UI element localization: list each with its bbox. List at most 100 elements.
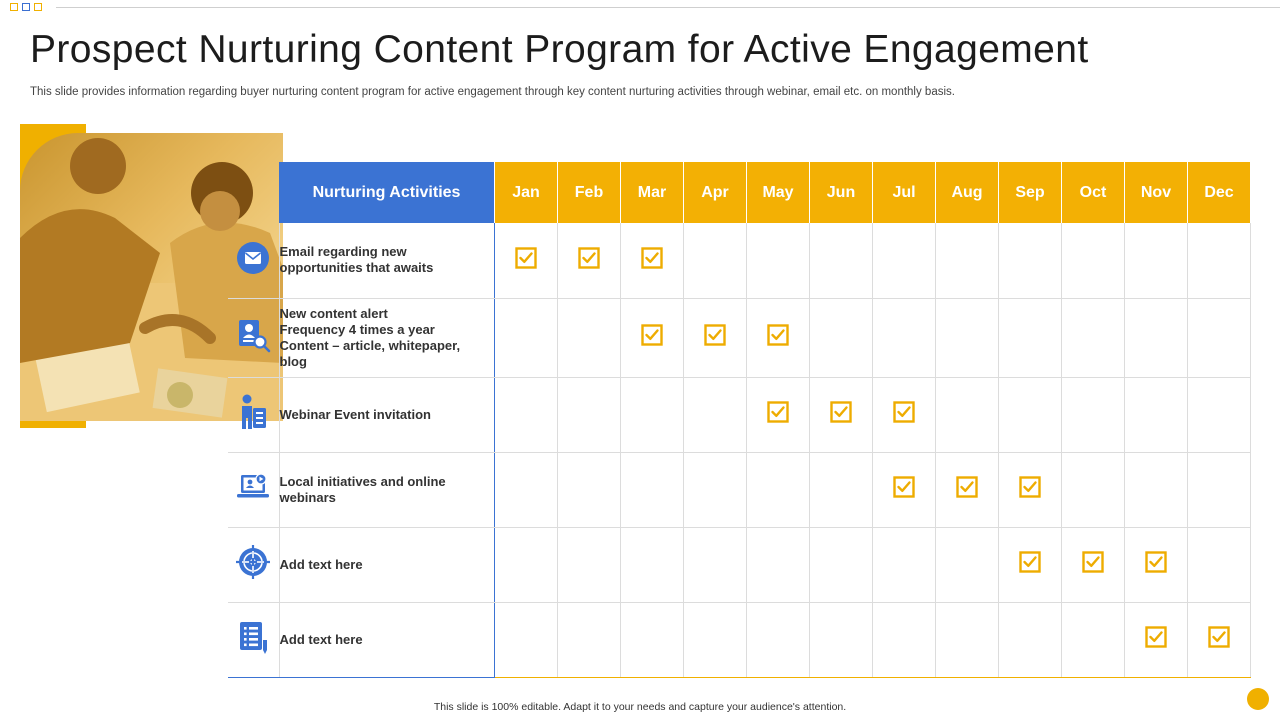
checkbox-checked-icon[interactable] <box>1019 551 1041 577</box>
month-cell-oct <box>1061 377 1125 453</box>
month-cell-sep <box>998 223 1062 299</box>
slide-subtitle: This slide provides information regardin… <box>30 86 955 98</box>
activity-icon-cell <box>228 527 280 603</box>
activity-label-line: New content alert <box>279 305 388 321</box>
month-header-nov: Nov <box>1124 162 1188 223</box>
month-cell-jul <box>872 602 936 678</box>
email-icon <box>236 241 270 279</box>
month-cell-nov <box>1124 377 1188 453</box>
month-cell-oct <box>1061 452 1125 528</box>
month-cell-feb <box>557 602 621 678</box>
checkbox-checked-icon[interactable] <box>893 476 915 502</box>
activity-label-line: Email regarding new <box>279 244 407 260</box>
month-cell-feb <box>557 377 621 453</box>
activity-label: Add text here <box>279 602 495 678</box>
month-cell-jun <box>809 223 873 299</box>
month-cell-nov <box>1124 602 1188 678</box>
activity-label: Add text here <box>279 527 495 603</box>
activity-icon-cell <box>228 377 280 453</box>
month-header-sep: Sep <box>998 162 1062 223</box>
checkbox-checked-icon[interactable] <box>578 247 600 273</box>
checkbox-checked-icon[interactable] <box>1145 551 1167 577</box>
activity-label-line: opportunities that awaits <box>279 260 434 276</box>
list-icon <box>237 622 269 658</box>
month-cell-feb <box>557 527 621 603</box>
activity-label-line: Add text here <box>279 631 363 647</box>
target-icon <box>235 545 271 584</box>
checkbox-checked-icon[interactable] <box>893 401 915 427</box>
month-cell-aug <box>935 602 999 678</box>
month-cell-sep <box>998 602 1062 678</box>
activity-label-line: Frequency 4 times a year <box>279 321 435 337</box>
month-cell-mar <box>620 602 684 678</box>
month-cell-jul <box>872 377 936 453</box>
month-header-dec: Dec <box>1187 162 1250 223</box>
month-cell-jun <box>809 602 873 678</box>
month-cell-may <box>746 602 810 678</box>
checkbox-checked-icon[interactable] <box>515 247 537 273</box>
checkbox-checked-icon[interactable] <box>956 476 978 502</box>
month-cell-jan <box>494 602 558 678</box>
checkbox-checked-icon[interactable] <box>830 401 852 427</box>
month-header-jul: Jul <box>872 162 936 223</box>
nurturing-schedule-table: Nurturing Activities Jan Feb Mar Apr May… <box>228 162 1251 678</box>
month-cell-sep <box>998 452 1062 528</box>
month-cell-jul <box>872 527 936 603</box>
month-cell-dec <box>1187 527 1251 603</box>
month-cell-may <box>746 223 810 299</box>
slide-title: Prospect Nurturing Content Program for A… <box>30 28 1089 71</box>
month-cell-feb <box>557 452 621 528</box>
month-header-oct: Oct <box>1061 162 1125 223</box>
month-cell-mar <box>620 223 684 299</box>
month-cell-apr <box>683 452 747 528</box>
month-header-jan: Jan <box>494 162 558 223</box>
top-divider <box>56 7 1280 8</box>
month-cell-aug <box>935 298 999 378</box>
month-cell-aug <box>935 527 999 603</box>
activity-label-line: Content – article, whitepaper, <box>279 337 461 353</box>
checkbox-checked-icon[interactable] <box>1019 476 1041 502</box>
month-cell-jun <box>809 452 873 528</box>
month-cell-apr <box>683 298 747 378</box>
month-cell-mar <box>620 298 684 378</box>
month-cell-aug <box>935 223 999 299</box>
activity-icon-cell <box>228 298 280 378</box>
month-cell-dec <box>1187 298 1251 378</box>
checkbox-checked-icon[interactable] <box>767 401 789 427</box>
month-cell-mar <box>620 377 684 453</box>
month-cell-may <box>746 527 810 603</box>
presenter-icon <box>236 394 270 435</box>
checkbox-checked-icon[interactable] <box>767 324 789 350</box>
month-cell-jun <box>809 377 873 453</box>
month-cell-sep <box>998 527 1062 603</box>
checkbox-checked-icon[interactable] <box>1145 626 1167 652</box>
activity-label-line: Add text here <box>279 556 363 572</box>
month-cell-apr <box>683 377 747 453</box>
month-cell-jan <box>494 377 558 453</box>
month-cell-jul <box>872 223 936 299</box>
month-cell-may <box>746 298 810 378</box>
activity-label-line: Local initiatives and online <box>279 473 446 489</box>
month-cell-jan <box>494 298 558 378</box>
corner-dot <box>1247 688 1269 710</box>
header-row: Nurturing Activities Jan Feb Mar Apr May… <box>228 162 1250 223</box>
month-cell-nov <box>1124 527 1188 603</box>
checkbox-checked-icon[interactable] <box>704 324 726 350</box>
month-cell-aug <box>935 452 999 528</box>
profile-search-icon <box>235 320 271 357</box>
month-cell-jun <box>809 298 873 378</box>
checkbox-checked-icon[interactable] <box>1208 626 1230 652</box>
checkbox-checked-icon[interactable] <box>1082 551 1104 577</box>
slide-footer: This slide is 100% editable. Adapt it to… <box>433 701 847 713</box>
month-header-mar: Mar <box>620 162 684 223</box>
month-cell-sep <box>998 298 1062 378</box>
month-cell-nov <box>1124 223 1188 299</box>
table-row: Webinar Event invitation <box>228 377 1251 453</box>
month-cell-jan <box>494 452 558 528</box>
activity-label-line: Webinar Event invitation <box>279 406 431 422</box>
month-header-feb: Feb <box>557 162 621 223</box>
checkbox-checked-icon[interactable] <box>641 324 663 350</box>
checkbox-checked-icon[interactable] <box>641 247 663 273</box>
